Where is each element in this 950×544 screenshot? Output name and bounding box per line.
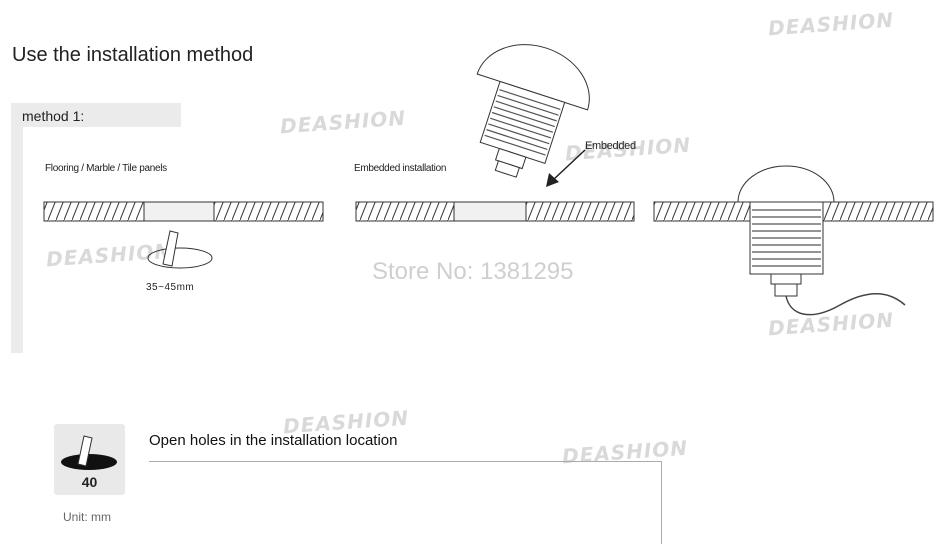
method-label: method 1: — [22, 108, 85, 124]
step-title: Open holes in the installation location — [149, 432, 398, 449]
method-side-bar — [11, 103, 23, 353]
drill-hole-icon — [147, 230, 213, 269]
store-number-text: Store No: 1381295 — [372, 258, 574, 285]
lamp-tilted-icon — [476, 44, 590, 178]
floor-panel-1 — [43, 201, 324, 222]
caption-embedded-arrow: Embedded — [585, 140, 636, 152]
accent-line-horizontal — [149, 461, 662, 462]
unit-label: Unit: mm — [63, 510, 111, 524]
lamp-installed-icon — [737, 165, 906, 316]
hole-size-value: 40 — [81, 474, 98, 490]
embedded-arrow-icon — [546, 149, 586, 187]
accent-line-vertical — [661, 461, 662, 544]
floor-panel-3 — [653, 201, 934, 222]
page-title: Use the installation method — [12, 44, 254, 66]
hole-size-graphic — [61, 435, 117, 470]
floor-panel-2 — [355, 201, 635, 222]
caption-embedded-installation: Embedded installation — [354, 163, 447, 174]
method-header-bar — [11, 103, 181, 127]
caption-flooring: Flooring / Marble / Tile panels — [45, 163, 167, 174]
caption-hole-diameter: 35~45mm — [146, 282, 195, 293]
